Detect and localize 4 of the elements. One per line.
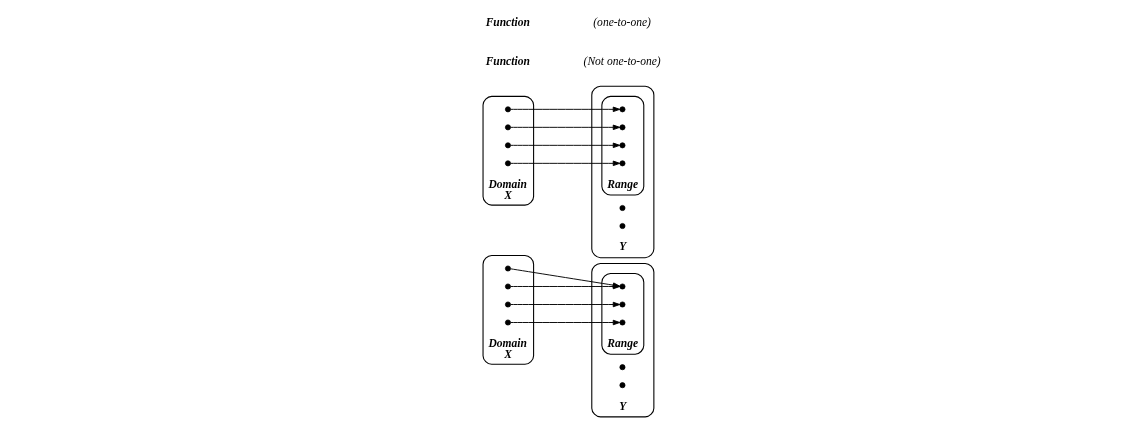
label: Function [485,55,530,68]
label: (Not one-to-one) [583,55,661,68]
label: (one-to-one) [592,16,651,29]
label: Function [485,16,530,29]
